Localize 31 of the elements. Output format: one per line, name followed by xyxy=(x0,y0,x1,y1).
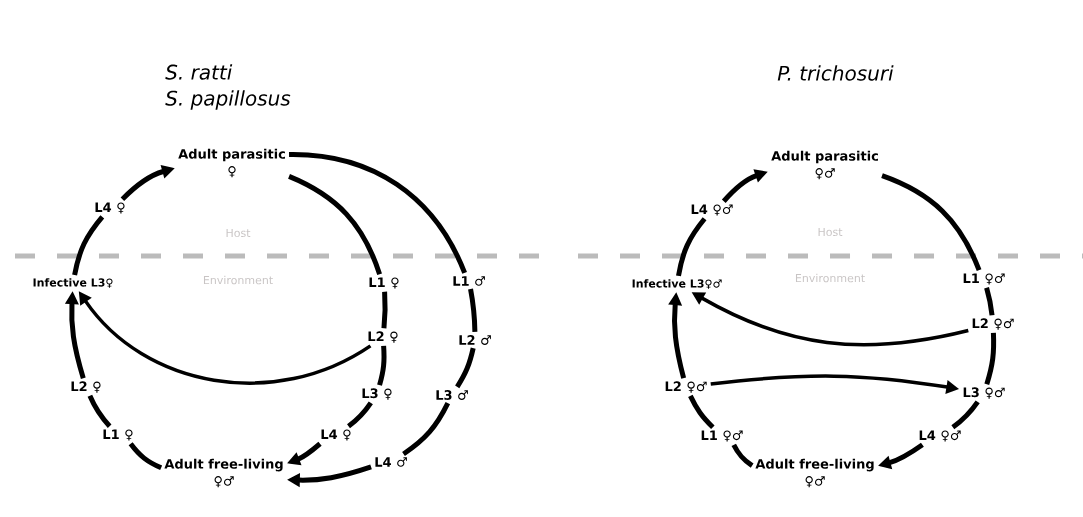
stage-label: L4 ♂ xyxy=(375,457,407,467)
stage-label: L3 ♀♂ xyxy=(963,387,1005,399)
region-label: Environment xyxy=(796,273,865,283)
stage-label: L4 ♀ xyxy=(95,202,125,214)
stage-label: Adult parasitic ♀ xyxy=(178,148,285,178)
region-label: Host xyxy=(818,227,843,237)
stage-label: L1 ♀♂ xyxy=(963,273,1005,285)
stage-label: L2 ♀♂ xyxy=(665,381,707,393)
stage-label: L2 ♂ xyxy=(459,335,491,345)
stage-label: L1 ♀ xyxy=(369,277,399,289)
stage-label: L3 ♂ xyxy=(436,390,468,400)
stage-label: Adult free-living ♀♂ xyxy=(164,458,283,488)
stage-label: L4 ♀♂ xyxy=(919,430,961,442)
stage-label: L1 ♀ xyxy=(103,429,133,441)
stage-label: Adult parasitic ♀♂ xyxy=(771,150,878,180)
species-name: S. papillosus xyxy=(165,90,291,110)
stage-label: Adult free-living ♀♂ xyxy=(755,458,874,488)
stage-label: Infective L3♀♂ xyxy=(632,279,722,289)
region-label: Environment xyxy=(203,275,273,285)
stage-label: Infective L3♀ xyxy=(33,278,113,288)
stage-label: L1 ♂ xyxy=(453,276,485,286)
stage-label: L1 ♀♂ xyxy=(701,430,743,442)
stage-label: L3 ♀ xyxy=(362,388,392,400)
species-name: S. ratti xyxy=(165,64,233,80)
stage-label: L2 ♀♂ xyxy=(972,318,1014,330)
species-name: P. trichosuri xyxy=(777,65,894,81)
stage-label: L4 ♀ xyxy=(321,429,351,441)
region-label: Host xyxy=(226,228,251,238)
stage-label: L4 ♀♂ xyxy=(691,204,733,216)
stage-label: L2 ♀ xyxy=(368,331,398,343)
stage-label: L2 ♀ xyxy=(71,381,101,393)
